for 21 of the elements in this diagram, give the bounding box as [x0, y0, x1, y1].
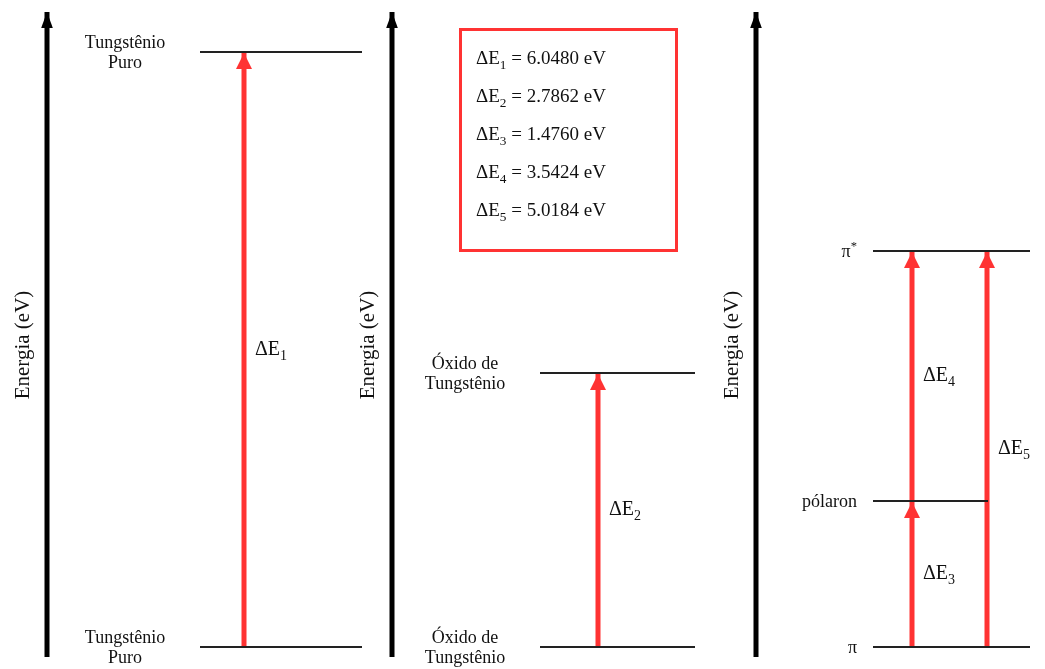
energy-value-text: ΔE$_{3}$ = 1.4760 eV — [476, 122, 607, 150]
energy-level-label: Tungstênio Puro — [83, 31, 167, 73]
transition-arrow — [979, 252, 995, 646]
transition-arrow — [590, 374, 606, 646]
energy-level-label: Óxido de Tungstênio — [423, 626, 507, 668]
energy-value-text: ΔE$_{2}$ = 2.7862 eV — [476, 84, 607, 112]
axis-label: Energia (eV) — [354, 290, 380, 400]
transition-arrow — [904, 252, 920, 500]
transition-arrow — [904, 502, 920, 646]
energy-values-box — [459, 28, 678, 252]
energy-value-text: ΔE$_{4}$ = 3.5424 eV — [476, 160, 607, 188]
energy-value-text: ΔE$_{1}$ = 6.0480 eV — [476, 46, 607, 74]
energy-level-label: Óxido de Tungstênio — [423, 352, 507, 394]
transition-arrow — [236, 53, 252, 646]
axis-label: Energia (eV) — [9, 290, 35, 400]
energy-level-label: π — [847, 636, 857, 658]
energy-level-label: Tungstênio Puro — [83, 626, 167, 668]
energy-value-text: ΔE$_{5}$ = 5.0184 eV — [476, 198, 607, 226]
energy-level-label: pólaron — [802, 490, 857, 512]
energy-level-label: π$^{*}$ — [841, 240, 857, 262]
axis-label: Energia (eV) — [718, 290, 744, 400]
